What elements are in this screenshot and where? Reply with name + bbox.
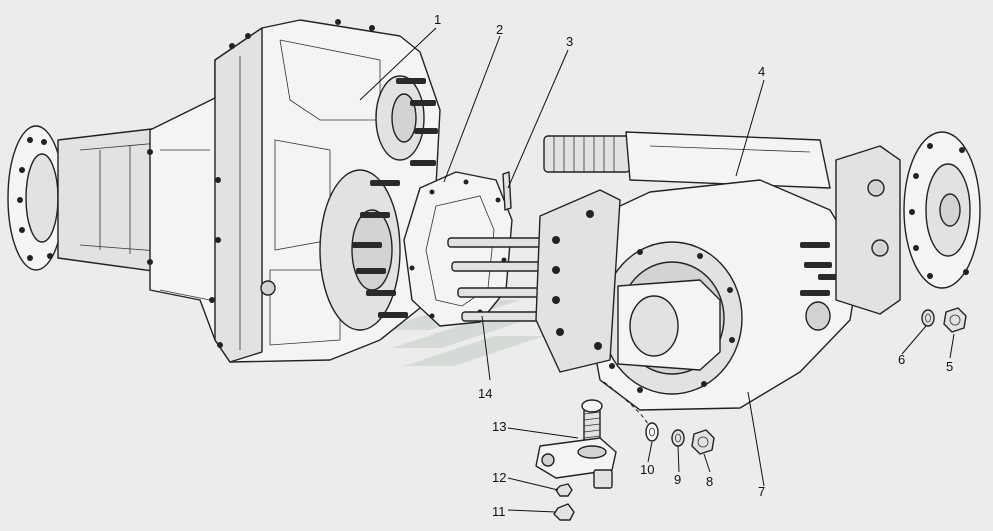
callout-14: 14 [478,386,492,401]
callout-3: 3 [566,34,573,49]
callout-4: 4 [758,64,765,79]
locating-pin [502,171,512,211]
callout-2: 2 [496,22,503,37]
sensor-assembly [535,399,617,489]
callout-13: 13 [492,419,506,434]
callout-labels: 1 2 3 4 5 6 7 8 9 10 11 12 13 14 [434,12,953,519]
callout-10: 10 [640,462,654,477]
callout-5: 5 [946,359,953,374]
gasket [403,171,513,327]
nut-12 [555,483,573,497]
wheel-flange [835,131,981,315]
nut-8 [691,429,715,455]
callout-12: 12 [492,470,506,485]
axle-tube [543,131,831,189]
studs [447,237,553,322]
differential-housing [535,179,861,411]
washer-6 [921,309,935,327]
callout-6: 6 [898,352,905,367]
spring-washer-9 [671,429,685,447]
callout-7: 7 [758,484,765,499]
leader-lines [359,27,955,513]
callout-9: 9 [674,472,681,487]
callout-11: 11 [492,504,506,519]
nut-5 [943,307,967,333]
callout-8: 8 [706,474,713,489]
gearbox-housing [7,19,441,363]
assembly-path [603,381,649,425]
nut-11 [553,503,575,521]
washer-10 [645,422,659,442]
callout-1: 1 [434,12,441,27]
